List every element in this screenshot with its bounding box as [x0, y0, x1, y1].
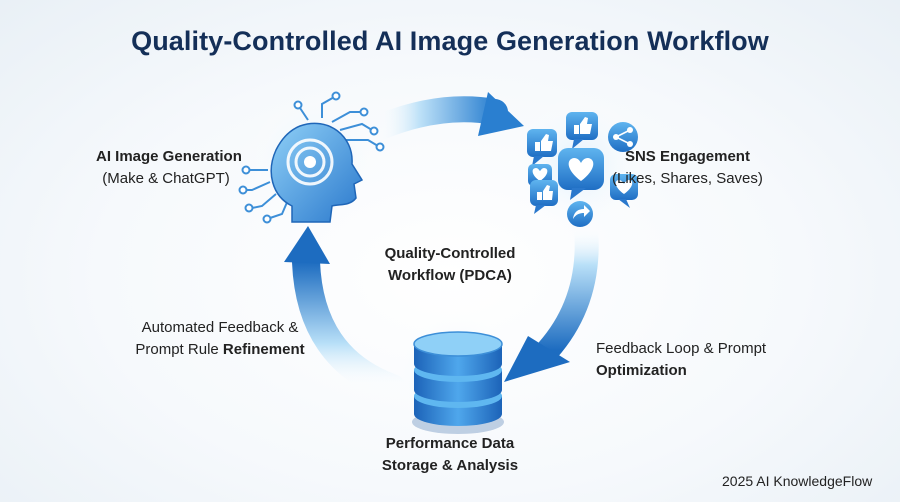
automated-feedback-line2-prefix: Prompt Rule: [135, 341, 223, 358]
automated-feedback-label: Automated Feedback & Prompt Rule Refinem…: [120, 317, 320, 361]
data-storage-line2: Storage & Analysis: [381, 457, 519, 474]
automated-feedback-line1: Automated Feedback &: [141, 319, 299, 336]
arrow-sns-to-db: [504, 216, 599, 382]
ai-generation-sublabel: (Make & ChatGPT): [102, 170, 230, 187]
data-storage-label: Performance Data Storage & Analysis: [350, 433, 550, 477]
arrow-ai-to-sns: [365, 92, 524, 141]
like-bubble-bottom-icon: [530, 180, 558, 214]
center-label-line2: Workflow (PDCA): [388, 267, 512, 284]
sns-engagement-label: SNS Engagement: [624, 148, 750, 165]
feedback-loop-label: Feedback Loop & Prompt Optimization: [596, 338, 766, 382]
center-label-line1: Quality-Controlled: [384, 245, 516, 262]
footer-credit: 2025 AI KnowledgeFlow: [722, 473, 873, 489]
social-reactions-icon: [527, 112, 638, 227]
feedback-loop-line1: Feedback Loop & Prompt: [596, 340, 767, 357]
automated-feedback-line2: Prompt Rule Refinement: [120, 339, 320, 361]
ai-generation-label: AI Image Generation: [96, 148, 242, 165]
like-bubble-top-icon: [566, 112, 598, 149]
heart-bubble-right-icon: [610, 174, 638, 208]
automated-feedback-line2-bold: Refinement: [222, 341, 305, 358]
sns-engagement-label-group: SNS Engagement (Likes, Shares, Saves): [612, 146, 763, 190]
page-title: Quality-Controlled AI Image Generation W…: [131, 26, 769, 56]
share-bubble-icon: [608, 122, 638, 152]
arrow-db-to-ai: [284, 226, 406, 402]
data-storage-line1: Performance Data: [385, 435, 515, 452]
database-icon: [412, 331, 504, 434]
heart-bubble-icon: [558, 148, 604, 200]
ai-generation-label-group: AI Image Generation (Make & ChatGPT): [96, 146, 242, 190]
center-label: Quality-Controlled Workflow (PDCA): [350, 243, 550, 287]
share-arrow-icon: [567, 201, 593, 227]
sns-engagement-sublabel: (Likes, Shares, Saves): [612, 170, 763, 187]
feedback-loop-line2: Optimization: [596, 362, 687, 379]
ai-head-circuit-icon: [238, 91, 385, 224]
like-bubble-icon: [527, 129, 557, 166]
